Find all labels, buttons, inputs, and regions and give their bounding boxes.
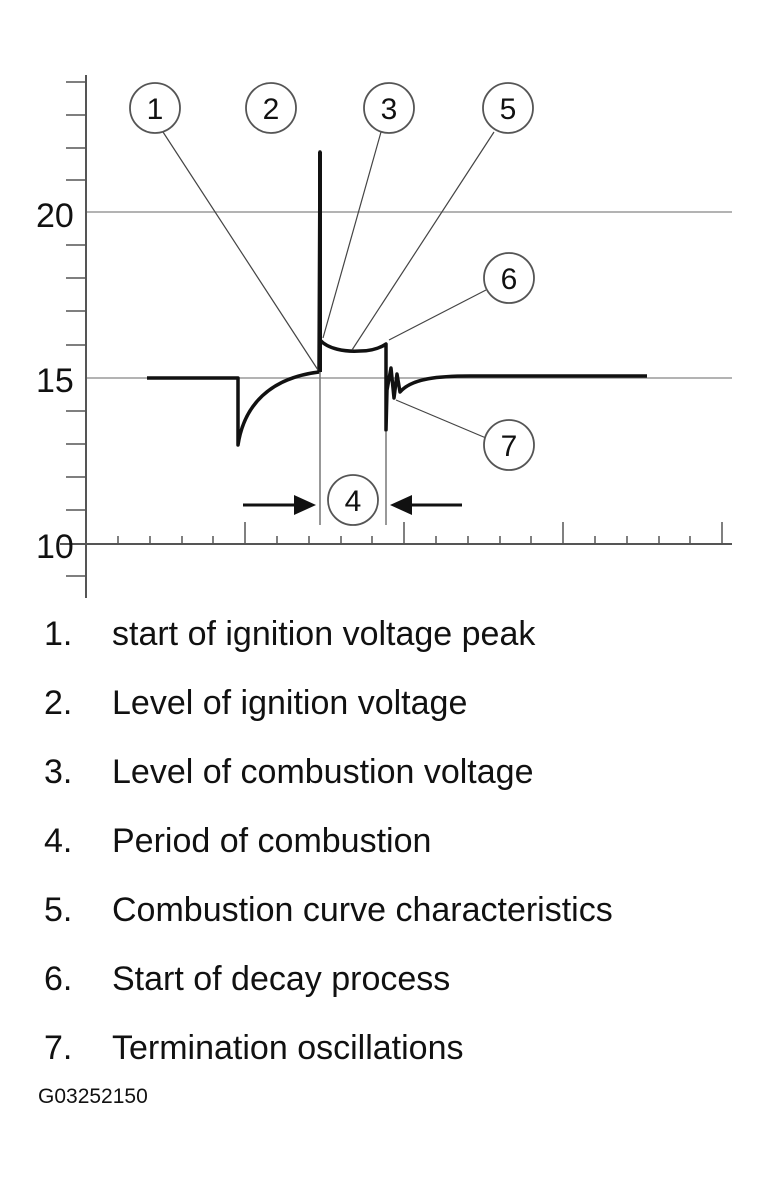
legend-item-number: 1. <box>44 615 73 653</box>
callout-7-label: 7 <box>501 430 518 463</box>
leader-line-3 <box>322 131 382 339</box>
callout-1: 1 <box>129 82 181 134</box>
y-tick-label-10: 10 <box>36 528 74 566</box>
callout-4-label: 4 <box>345 485 362 518</box>
y-axis-minor-ticks <box>66 81 86 577</box>
callout-5-label: 5 <box>500 93 517 126</box>
legend-item: 7. Termination oscillations <box>0 1029 770 1079</box>
legend-item: 2. Level of ignition voltage <box>0 684 770 734</box>
callout-6-label: 6 <box>501 263 518 296</box>
period-arrow-left-head <box>294 495 316 515</box>
legend-item-number: 3. <box>44 753 73 791</box>
callout-5: 5 <box>482 82 534 134</box>
legend-item-text: Level of combustion voltage <box>112 753 534 791</box>
callout-4: 4 <box>327 474 379 526</box>
callout-1-label: 1 <box>147 93 164 126</box>
y-tick-label-15: 15 <box>36 362 74 400</box>
x-axis-ticks <box>117 522 723 544</box>
legend-item-text: Level of ignition voltage <box>112 684 468 722</box>
callout-3-label: 3 <box>381 93 398 126</box>
leader-line-5 <box>351 131 495 351</box>
callout-6: 6 <box>483 252 535 304</box>
period-arrow-right-head <box>390 495 412 515</box>
leader-line-1 <box>162 131 319 371</box>
callout-2: 2 <box>245 82 297 134</box>
y-tick-label-20: 20 <box>36 197 74 235</box>
legend-item-text: Combustion curve characteristics <box>112 891 613 929</box>
legend-item: 5. Combustion curve characteristics <box>0 891 770 941</box>
ignition-oscilloscope-diagram: 20 15 10 1 2 3 5 6 7 <box>36 75 732 598</box>
legend-item-text: Period of combustion <box>112 822 432 860</box>
legend-item-text: Termination oscillations <box>112 1029 464 1067</box>
legend-item-number: 2. <box>44 684 73 722</box>
legend-item-number: 6. <box>44 960 73 998</box>
callout-7: 7 <box>483 419 535 471</box>
legend-item: 1. start of ignition voltage peak <box>0 615 770 665</box>
legend-item-number: 4. <box>44 822 73 860</box>
legend-item-text: start of ignition voltage peak <box>112 615 536 653</box>
legend-item-number: 5. <box>44 891 73 929</box>
legend-item: 4. Period of combustion <box>0 822 770 872</box>
ignition-waveform <box>147 150 647 447</box>
legend-item-text: Start of decay process <box>112 960 451 998</box>
callout-3: 3 <box>363 82 415 134</box>
legend-item-number: 7. <box>44 1029 73 1067</box>
callout-2-label: 2 <box>263 93 280 126</box>
figure-id: G03252150 <box>38 1085 148 1108</box>
legend-item: 6. Start of decay process <box>0 960 770 1010</box>
legend-item: 3. Level of combustion voltage <box>0 753 770 803</box>
leader-line-7 <box>395 399 487 439</box>
leader-line-6 <box>388 289 487 341</box>
